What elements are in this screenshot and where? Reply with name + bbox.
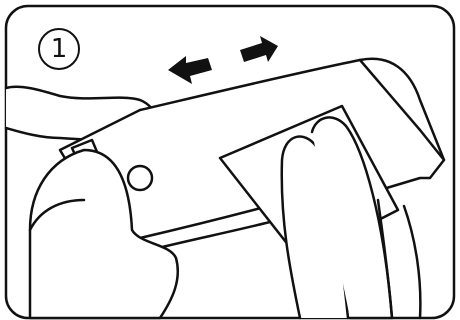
camera-hole — [128, 166, 152, 190]
step-number-badge: 1 — [38, 28, 80, 70]
